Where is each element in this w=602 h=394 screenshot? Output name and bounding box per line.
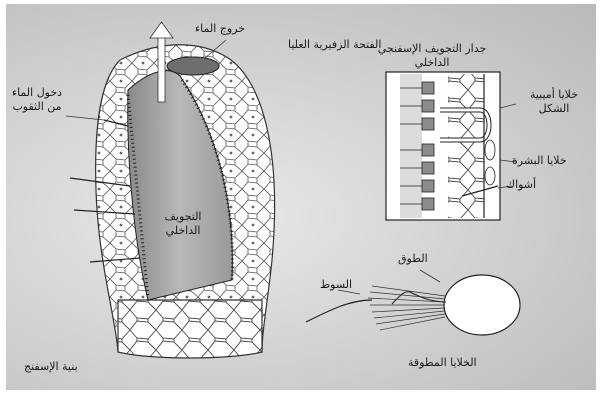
label-collar-cells: الخلايا المطوقة <box>408 356 477 370</box>
label-flagellum: السوط <box>320 278 352 292</box>
label-amoebocytes: خلايا أميبية الشكل <box>518 88 590 116</box>
sponge-body <box>70 45 275 358</box>
label-water-in: دخول الماء من الثقوب <box>6 86 68 114</box>
inset-wall-detail <box>386 72 516 220</box>
label-inner-wall: جدار التجويف الإسفنجي الداخلي <box>372 42 492 70</box>
label-epidermal-cells: خلايا البشرة <box>512 154 567 168</box>
label-collar: الطوق <box>398 252 428 266</box>
label-sponge-structure: بنية الإسفنج <box>24 360 78 374</box>
label-upper-opening: الفتحة الزفيرية العليا <box>288 38 381 52</box>
label-spicules: أشواك <box>506 178 536 192</box>
label-water-out: خروج الماء <box>195 22 245 36</box>
label-spongocoel: التجويف الداخلي <box>152 210 214 238</box>
